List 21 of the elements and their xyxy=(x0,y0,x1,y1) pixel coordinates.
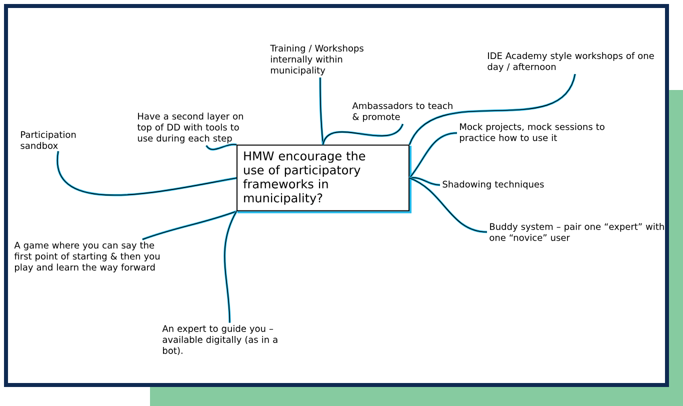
branch-line xyxy=(319,77,324,146)
idea-text: Training / Workshops internally within municipality xyxy=(270,44,364,76)
branch-line xyxy=(205,143,237,151)
idea-text: Buddy system – pair one “expert” with one “novice” user xyxy=(490,223,664,241)
branch-line xyxy=(142,210,237,240)
idea-text: Have a second layer on top of DD with tools to use during each step xyxy=(137,112,243,144)
idea-text: Ambassadors to teach & promote xyxy=(352,102,452,122)
branch-line xyxy=(322,123,404,146)
branch-line xyxy=(408,74,576,146)
idea-text: An expert to guide you – available digitally (as in a bot). xyxy=(162,324,278,355)
idea-text: A game where you can say the first point of starting & then you play and learn the way forward xyxy=(14,242,160,272)
idea-text: IDE Academy style workshops of one day / afternoon xyxy=(488,52,654,72)
idea-text: Shadowing techniques xyxy=(442,180,544,190)
branch-line xyxy=(408,132,458,179)
question-box: HMW encourage the use of participatory frameworks in municipality? xyxy=(236,144,412,214)
branch-line xyxy=(56,150,237,196)
branch-line xyxy=(409,177,488,234)
idea-text: Participation sandbox xyxy=(20,131,76,149)
branch-line xyxy=(224,210,238,324)
idea-text: Mock projects, mock sessions to practice how to use it xyxy=(460,123,604,143)
branch-line xyxy=(409,176,440,186)
